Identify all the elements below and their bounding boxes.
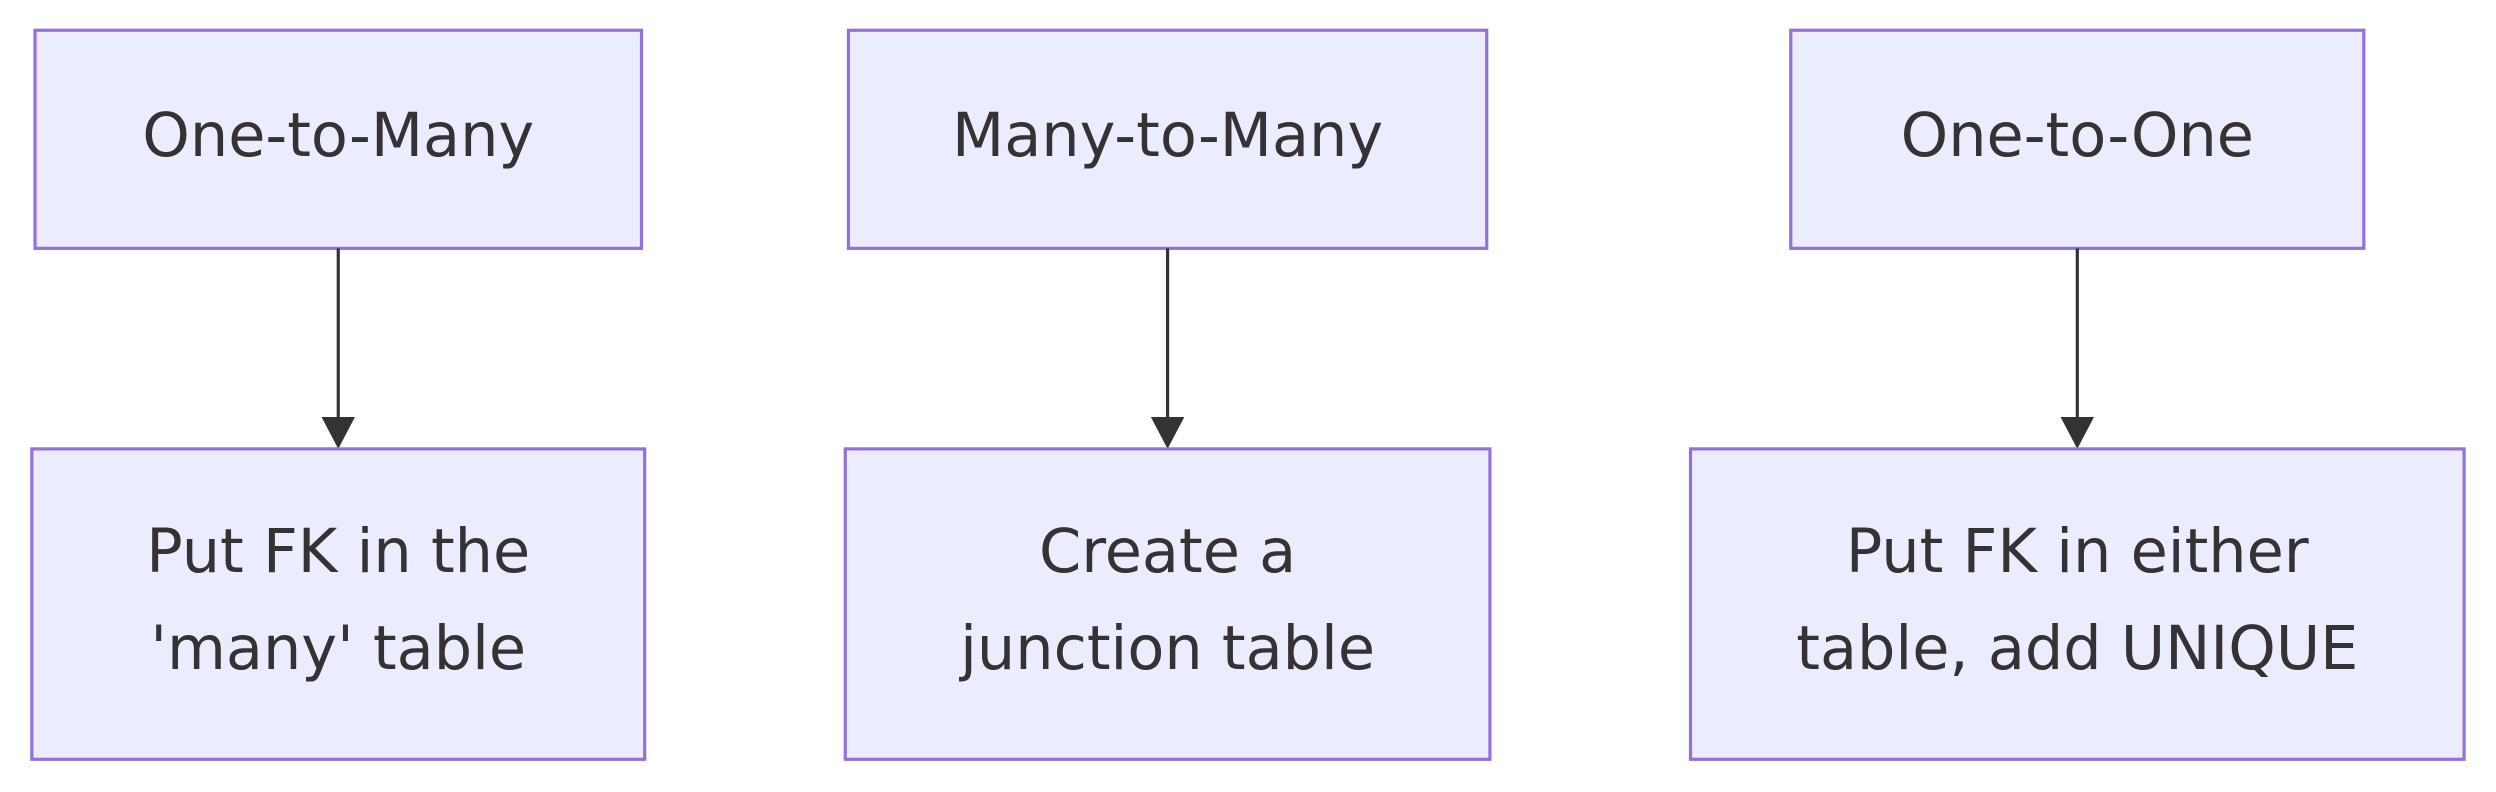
edge-one-to-one-arrowhead [2060,417,2095,449]
node-fk-in-many-table: Put FK in the 'many' table [30,447,647,761]
node-junction-table: Create a junction table [843,447,1492,761]
node-junction-table-line-1: Create a [1039,517,1296,587]
edge-one-to-one [2060,248,2095,449]
node-fk-either-unique: Put FK in either table, add UNIQUE [1688,447,2466,761]
node-many-to-many-box [846,28,1489,250]
node-one-to-many: One-to-Many [33,28,644,250]
node-junction-table-line-2: junction table [958,614,1375,684]
node-fk-in-many-table-box [30,447,647,761]
node-one-to-many-label: One-to-Many [142,101,534,171]
node-fk-either-unique-line-1: Put FK in either [1846,517,2309,587]
node-fk-in-many-table-line-1: Put FK in the [146,517,530,587]
node-fk-either-unique-box [1688,447,2466,761]
column-one-to-one: One-to-One Put FK in either table, add U… [1688,28,2466,761]
node-one-to-one: One-to-One [1789,28,2366,250]
node-many-to-many: Many-to-Many [846,28,1489,250]
column-many-to-many: Many-to-Many Create a junction table [843,28,1492,761]
node-one-to-one-label: One-to-One [1901,101,2254,171]
node-fk-in-many-table-line-2: 'many' table [150,614,526,684]
node-junction-table-box [843,447,1492,761]
edge-many-to-many-arrowhead [1150,417,1185,449]
column-one-to-many: One-to-Many Put FK in the 'many' table [30,28,647,761]
node-many-to-many-label: Many-to-Many [952,101,1383,171]
edge-one-to-many [321,248,355,449]
edge-many-to-many [1150,248,1185,449]
edge-one-to-many-arrowhead [321,417,355,449]
node-fk-either-unique-line-2: table, add UNIQUE [1796,614,2358,684]
node-one-to-one-box [1789,28,2366,250]
node-one-to-many-box [33,28,644,250]
